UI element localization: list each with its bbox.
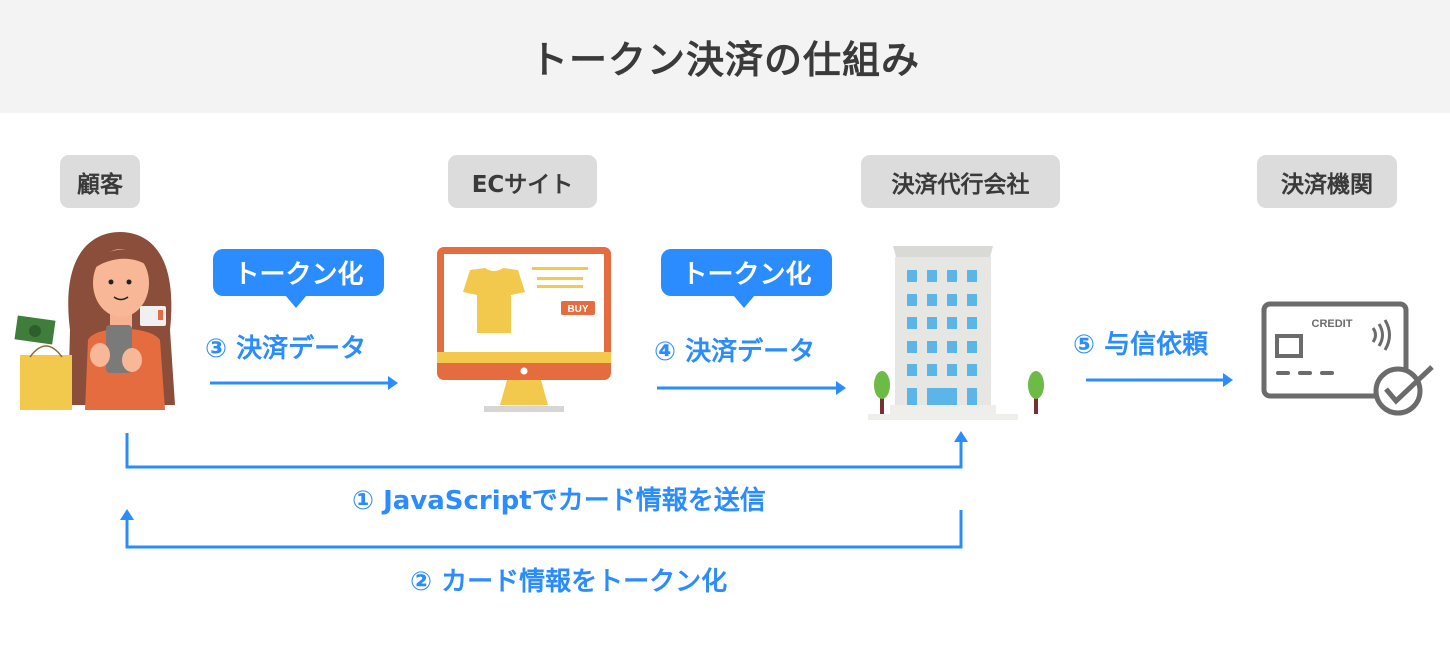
step-3-label: ③ 決済データ <box>205 334 367 364</box>
buy-label: BUY <box>567 304 588 315</box>
ec-site-monitor-illustration: BUY <box>437 247 611 412</box>
label-payment-institution: 決済機関 <box>1257 155 1397 208</box>
customer-illustration <box>14 232 175 410</box>
arrow-step-1 <box>125 433 963 469</box>
arrow-step-2 <box>125 510 963 549</box>
step-5-label: ⑤ 与信依頼 <box>1073 330 1209 360</box>
label-ec-site: ECサイト <box>448 155 597 208</box>
header: トークン決済の仕組み <box>0 0 1450 113</box>
credit-card-illustration: CREDIT <box>1261 301 1434 416</box>
tokenize-bubble-2: トークン化 <box>661 249 832 308</box>
credit-label: CREDIT <box>1312 318 1353 330</box>
tokenize-bubble-1: トークン化 <box>213 249 384 308</box>
step-1-label: ① JavaScriptでカード情報を送信 <box>352 486 766 516</box>
page-title: トークン決済の仕組み <box>529 38 920 82</box>
payment-agency-building-illustration <box>868 246 1044 420</box>
label-payment-agency: 決済代行会社 <box>861 155 1060 208</box>
label-customer: 顧客 <box>60 155 140 208</box>
step-4-label: ④ 決済データ <box>654 337 816 367</box>
step-2-label: ② カード情報をトークン化 <box>410 567 728 597</box>
